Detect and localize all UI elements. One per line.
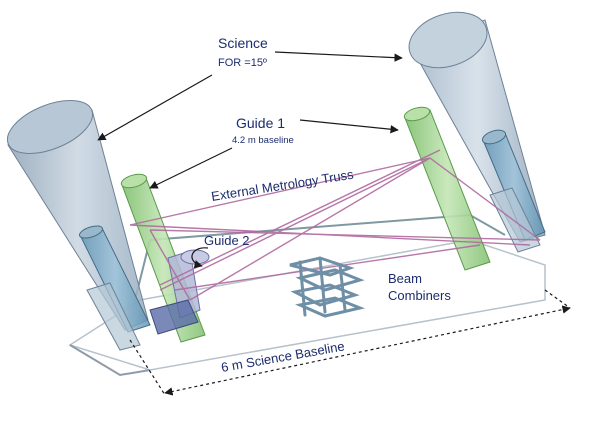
metrology-truss <box>129 149 541 301</box>
annotation-arrows <box>97 51 571 396</box>
telescope-right <box>481 129 546 253</box>
guide1-cylinder-right <box>403 106 491 271</box>
science-label: Science <box>218 35 268 51</box>
telescope-left <box>78 225 151 351</box>
beam-label: Beam <box>388 271 422 286</box>
science-for-label: FOR =15º <box>218 57 267 69</box>
guide1-label: Guide 1 <box>236 115 285 131</box>
science-baseline-label: 6 m Science Baseline <box>220 338 346 374</box>
guide1-baseline-label: 4.2 m baseline <box>232 135 294 146</box>
combiners-label: Combiners <box>388 288 451 303</box>
metrology-truss-label: External Metrology Truss <box>210 167 355 204</box>
guide2-label: Guide 2 <box>204 233 250 248</box>
